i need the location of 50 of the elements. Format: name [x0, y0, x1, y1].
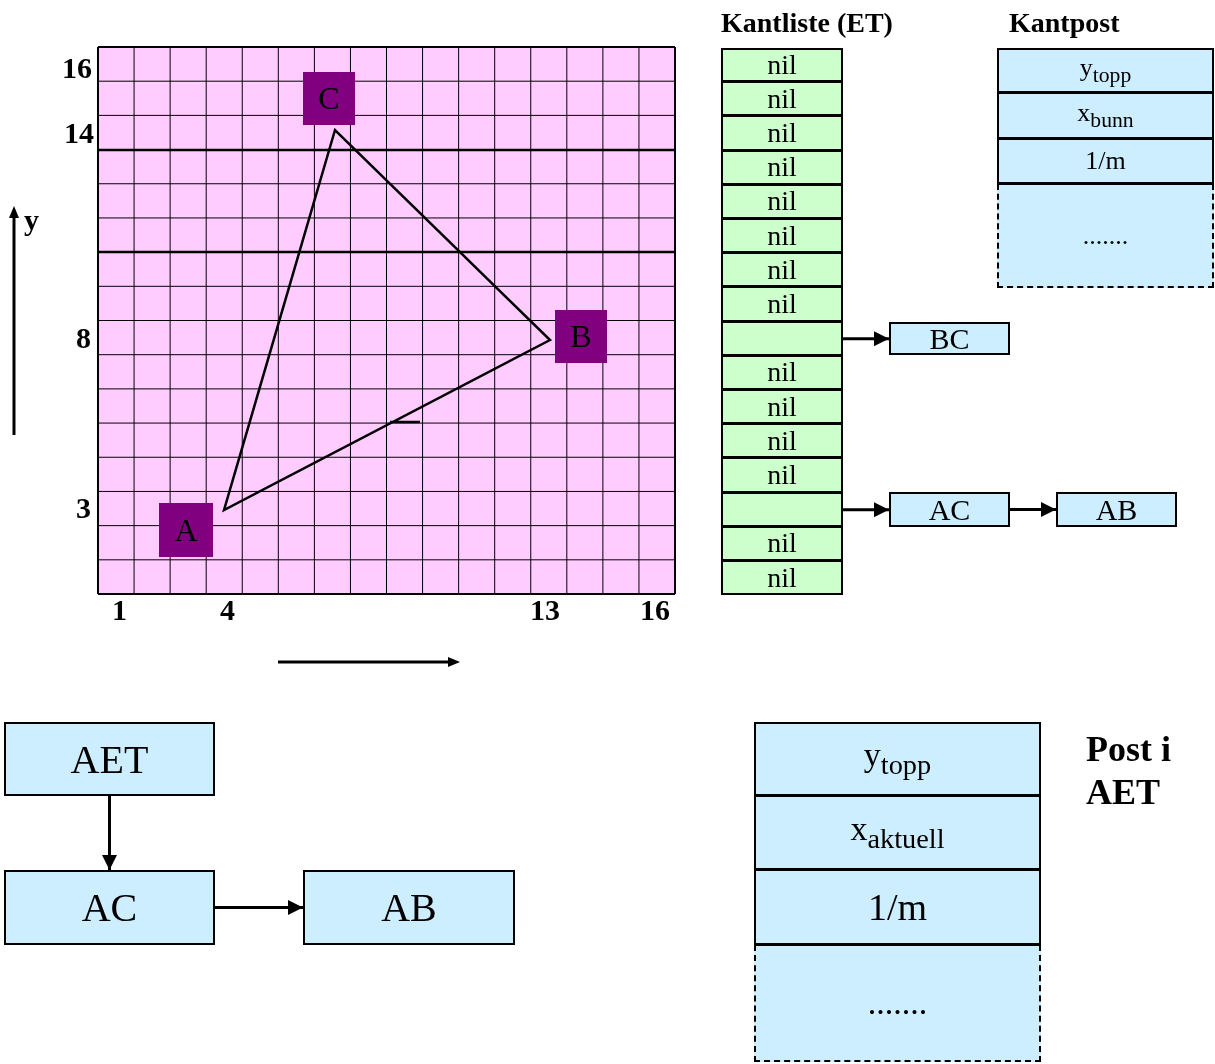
table-cell: nil: [721, 150, 843, 185]
record-box: AC: [4, 870, 215, 945]
table-cell: y$_{topp}$: [754, 722, 1041, 796]
record-box: BC: [889, 322, 1010, 355]
record-box: AET: [4, 722, 215, 796]
table-cell: 1/m: [754, 870, 1041, 945]
vertex-label: C: [303, 72, 355, 125]
table-cell: nil: [721, 458, 843, 493]
record-box: AB: [303, 870, 515, 945]
table-heading: Kantliste (ET): [721, 6, 893, 40]
tick-label: 3: [76, 490, 91, 526]
table-cell: nil: [721, 219, 843, 254]
table-cell: nil: [721, 116, 843, 151]
table-cell: nil: [721, 390, 843, 425]
arrow: [843, 331, 889, 347]
arrow: [843, 502, 889, 518]
table-cell: x$_{bunn}$: [997, 93, 1214, 139]
record-box: AB: [1056, 492, 1177, 527]
table-cell: nil: [721, 287, 843, 322]
table-cell: .......: [997, 184, 1214, 288]
table-heading: Kantpost: [1009, 6, 1120, 40]
table-cell: [721, 321, 843, 356]
tick-label: 14: [64, 115, 94, 151]
tick-label: 16: [62, 50, 92, 86]
tick-label: 1: [112, 592, 127, 628]
arrow: [215, 900, 303, 915]
arrow: [102, 796, 117, 870]
arrow: [1010, 502, 1056, 517]
vertex-label: B: [555, 310, 607, 363]
tick-label: 4: [220, 592, 235, 628]
table-cell: y$_{topp}$: [997, 48, 1214, 93]
table-cell: nil: [721, 48, 843, 83]
tick-label: 8: [76, 320, 91, 356]
table-cell: x$_{aktuell}$: [754, 796, 1041, 870]
axis-label: y: [24, 202, 39, 238]
table-cell: nil: [721, 424, 843, 459]
table-heading: Post i AET: [1086, 728, 1172, 815]
table-cell: nil: [721, 82, 843, 117]
table-cell: nil: [721, 526, 843, 561]
record-box: AC: [889, 492, 1010, 527]
vertex-label: A: [159, 503, 213, 557]
table-cell: nil: [721, 355, 843, 390]
tick-label: 16: [640, 592, 670, 628]
table-cell: nil: [721, 184, 843, 219]
table-cell: [721, 492, 843, 527]
tick-label: 13: [530, 592, 560, 628]
table-cell: nil: [721, 561, 843, 596]
table-cell: nil: [721, 253, 843, 288]
table-cell: .......: [754, 945, 1041, 1062]
table-cell: 1/m: [997, 139, 1214, 184]
